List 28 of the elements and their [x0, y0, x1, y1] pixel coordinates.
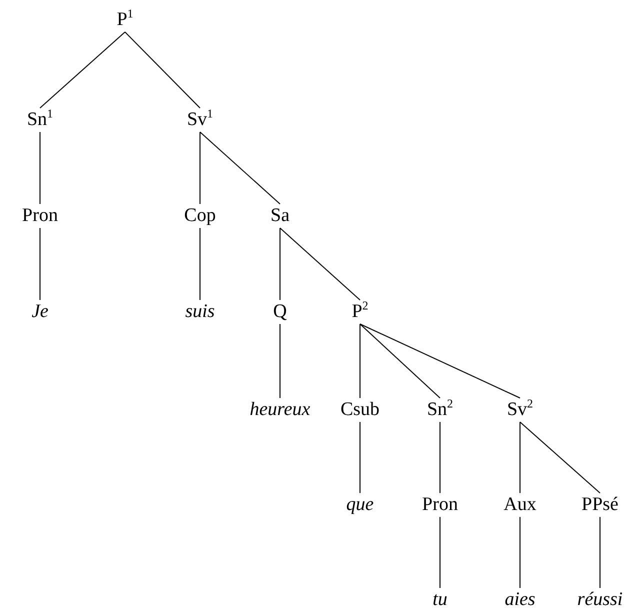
tree-branch [124, 32, 200, 108]
category-label: Sa [270, 205, 290, 227]
category-label: Pron [22, 205, 58, 227]
category-label: Aux [504, 494, 536, 516]
word-label: aies [504, 589, 536, 608]
category-label: Sn$^{2}$ [426, 399, 454, 421]
word-label: réussi [577, 589, 623, 608]
category-label: Sn$^{1}$ [26, 109, 54, 131]
tree-branch [360, 324, 520, 398]
word-label: tu [432, 589, 448, 608]
category-label: Q [273, 301, 287, 323]
category-label: Pron [422, 494, 458, 516]
tree-branch [40, 32, 126, 108]
word-label: Je [32, 301, 48, 323]
tree-branch [200, 132, 280, 204]
tree-branch [280, 228, 360, 300]
category-label: PPsé [582, 494, 618, 516]
category-label: P$^{2}$ [352, 301, 368, 323]
category-label: Csub [340, 399, 380, 421]
category-label: Sv$^{1}$ [186, 109, 214, 131]
category-label: P$^{1}$ [116, 9, 134, 31]
tree-branch [520, 422, 600, 494]
category-label: Sv$^{2}$ [506, 399, 534, 421]
tree-branch [360, 324, 440, 398]
category-label: Cop [184, 205, 216, 227]
word-label: suis [185, 301, 215, 323]
word-label: que [346, 494, 374, 516]
word-label: heureux [250, 399, 310, 421]
